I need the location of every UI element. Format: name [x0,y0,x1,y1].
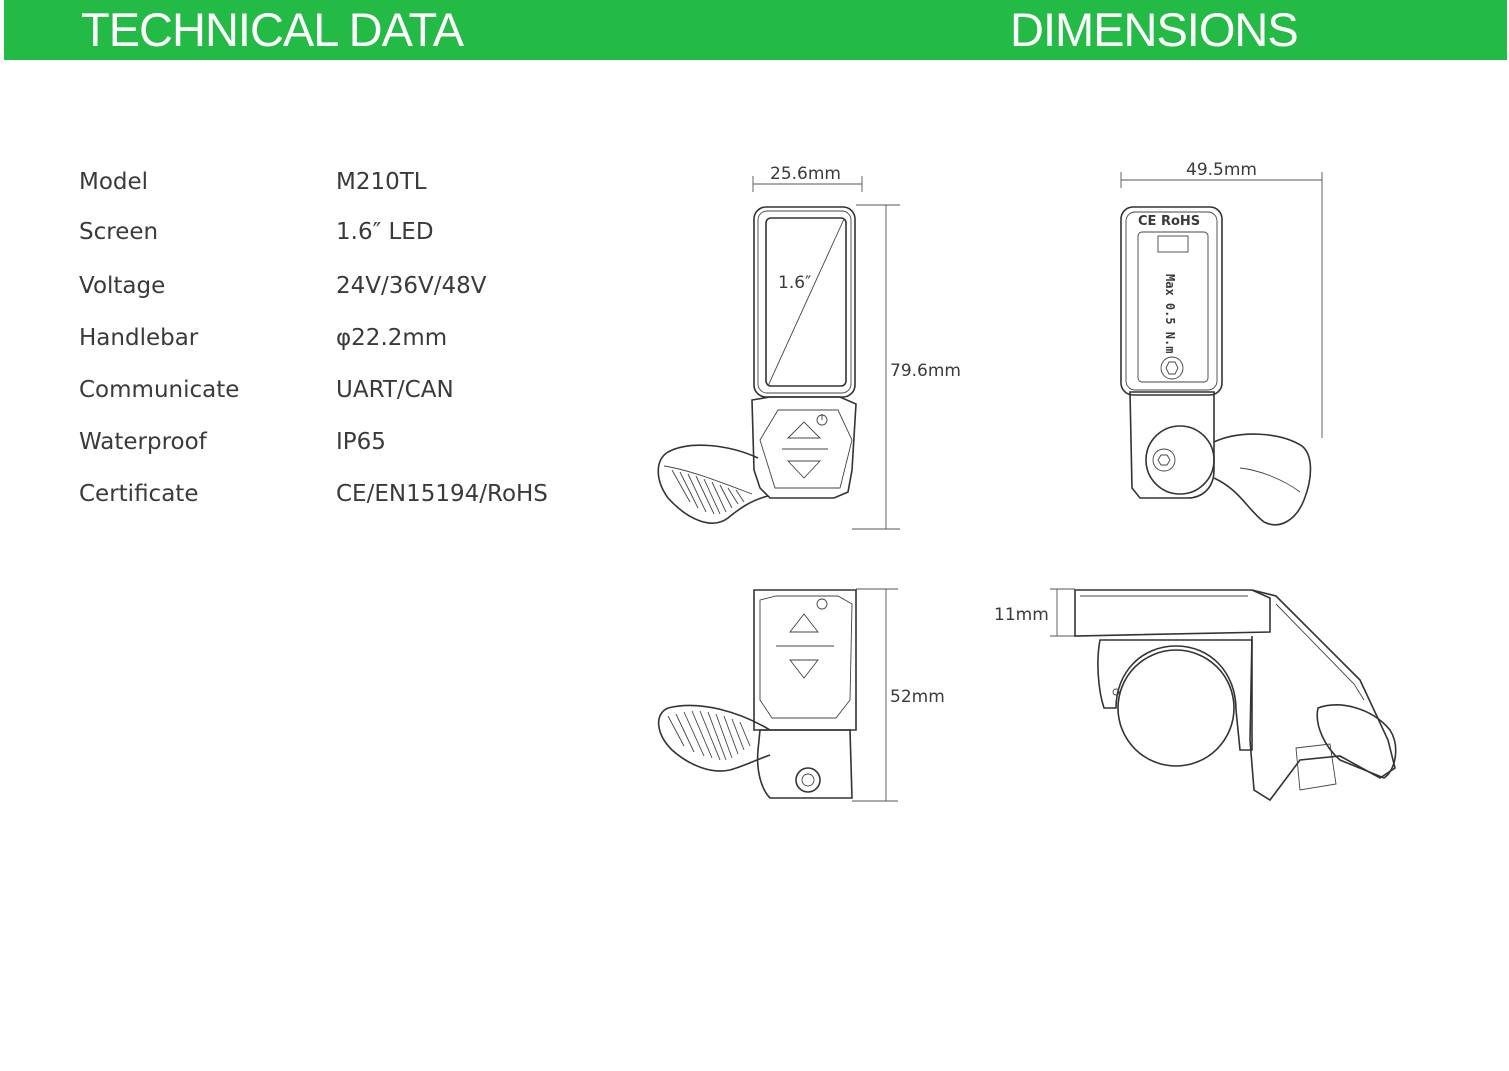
spec-row-waterproof: Waterproof IP65 [79,422,599,462]
spec-label: Model [79,169,149,195]
spec-row-handlebar: Handlebar φ22.2mm [79,318,599,358]
bottom-view-drawing: 52mm [657,588,945,802]
spec-label: Waterproof [79,429,207,455]
spec-value: 24V/36V/48V [336,273,487,299]
back-width-label: 49.5mm [1186,160,1257,180]
dimensions-title: DIMENSIONS [1010,3,1299,56]
front-height-label: 79.6mm [890,361,961,381]
spec-row-communicate: Communicate UART/CAN [79,370,599,410]
spec-label: Certificate [79,481,199,507]
technical-data-title: TECHNICAL DATA [81,3,464,56]
spec-label: Communicate [79,377,240,403]
ce-rohs-logo: CE RoHS [1138,214,1200,229]
spec-label: Screen [79,219,159,245]
spec-value: CE/EN15194/RoHS [336,481,548,507]
spec-row-model: Model M210TL [79,162,599,202]
torque-label: Max 0.5 N.m [1163,274,1177,353]
back-view-drawing: 49.5mm CE RoHS Max 0.5 N.m [1120,160,1323,526]
front-view-drawing: 25.6mm 79.6mm 1.6″ [657,164,961,530]
spec-value: φ22.2mm [336,325,448,351]
spec-row-screen: Screen 1.6″ LED [79,212,599,252]
front-width-label: 25.6mm [770,164,841,184]
side-thickness-label: 11mm [994,605,1049,625]
spec-row-certificate: Certificate CE/EN15194/RoHS [79,474,599,514]
spec-label: Voltage [79,273,166,299]
spec-value: UART/CAN [336,377,454,403]
header-bar: TECHNICAL DATA DIMENSIONS [4,0,1507,60]
spec-label: Handlebar [79,325,199,351]
side-view-drawing: 11mm [994,588,1397,802]
spec-row-voltage: Voltage 24V/36V/48V [79,266,599,306]
spec-value: 1.6″ LED [336,219,434,245]
bottom-height-label: 52mm [890,687,945,707]
spec-value: M210TL [336,169,427,195]
spec-value: IP65 [336,429,386,455]
screen-size-label: 1.6″ [778,273,811,293]
